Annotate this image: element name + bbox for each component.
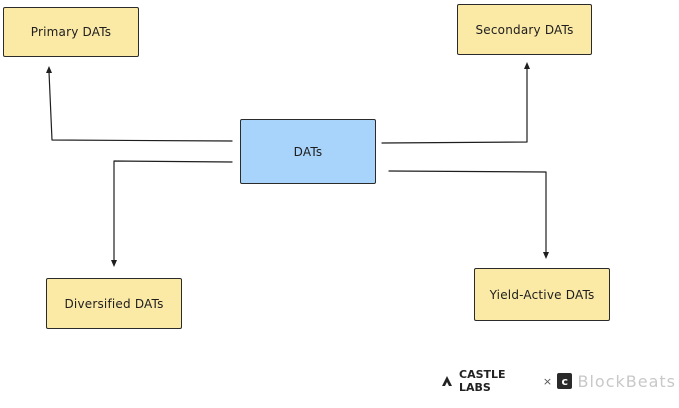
node-label: DATs — [293, 144, 323, 159]
connector-to-primary — [48, 71, 233, 142]
node-diversified-dats: Diversified DATs — [46, 278, 182, 329]
arrowhead-secondary — [524, 62, 530, 69]
node-label: Yield-Active DATs — [489, 287, 595, 302]
node-label: Primary DATs — [30, 25, 112, 39]
node-label: Secondary DATs — [475, 22, 574, 37]
watermark-brand-left: CASTLE LABS — [459, 368, 506, 394]
connector-to-yield — [388, 170, 547, 253]
node-center-dats: DATs — [240, 119, 376, 184]
node-yield-active-dats: Yield-Active DATs — [474, 268, 610, 321]
node-primary-dats: Primary DATs — [3, 7, 139, 57]
blockbeats-logo-icon: c — [557, 373, 573, 389]
arrowhead-primary — [46, 66, 52, 73]
watermark: CASTLE LABS × c BlockBeats — [440, 368, 676, 394]
node-label: Diversified DATs — [64, 296, 164, 311]
castle-logo-icon — [440, 374, 454, 388]
arrowhead-yield — [543, 252, 549, 259]
watermark-brand-right: BlockBeats — [577, 371, 676, 391]
connector-to-secondary — [381, 68, 528, 144]
node-secondary-dats: Secondary DATs — [457, 4, 592, 55]
connector-to-diversified — [113, 160, 233, 261]
arrowhead-diversified — [111, 260, 117, 267]
watermark-separator: × — [542, 374, 553, 388]
